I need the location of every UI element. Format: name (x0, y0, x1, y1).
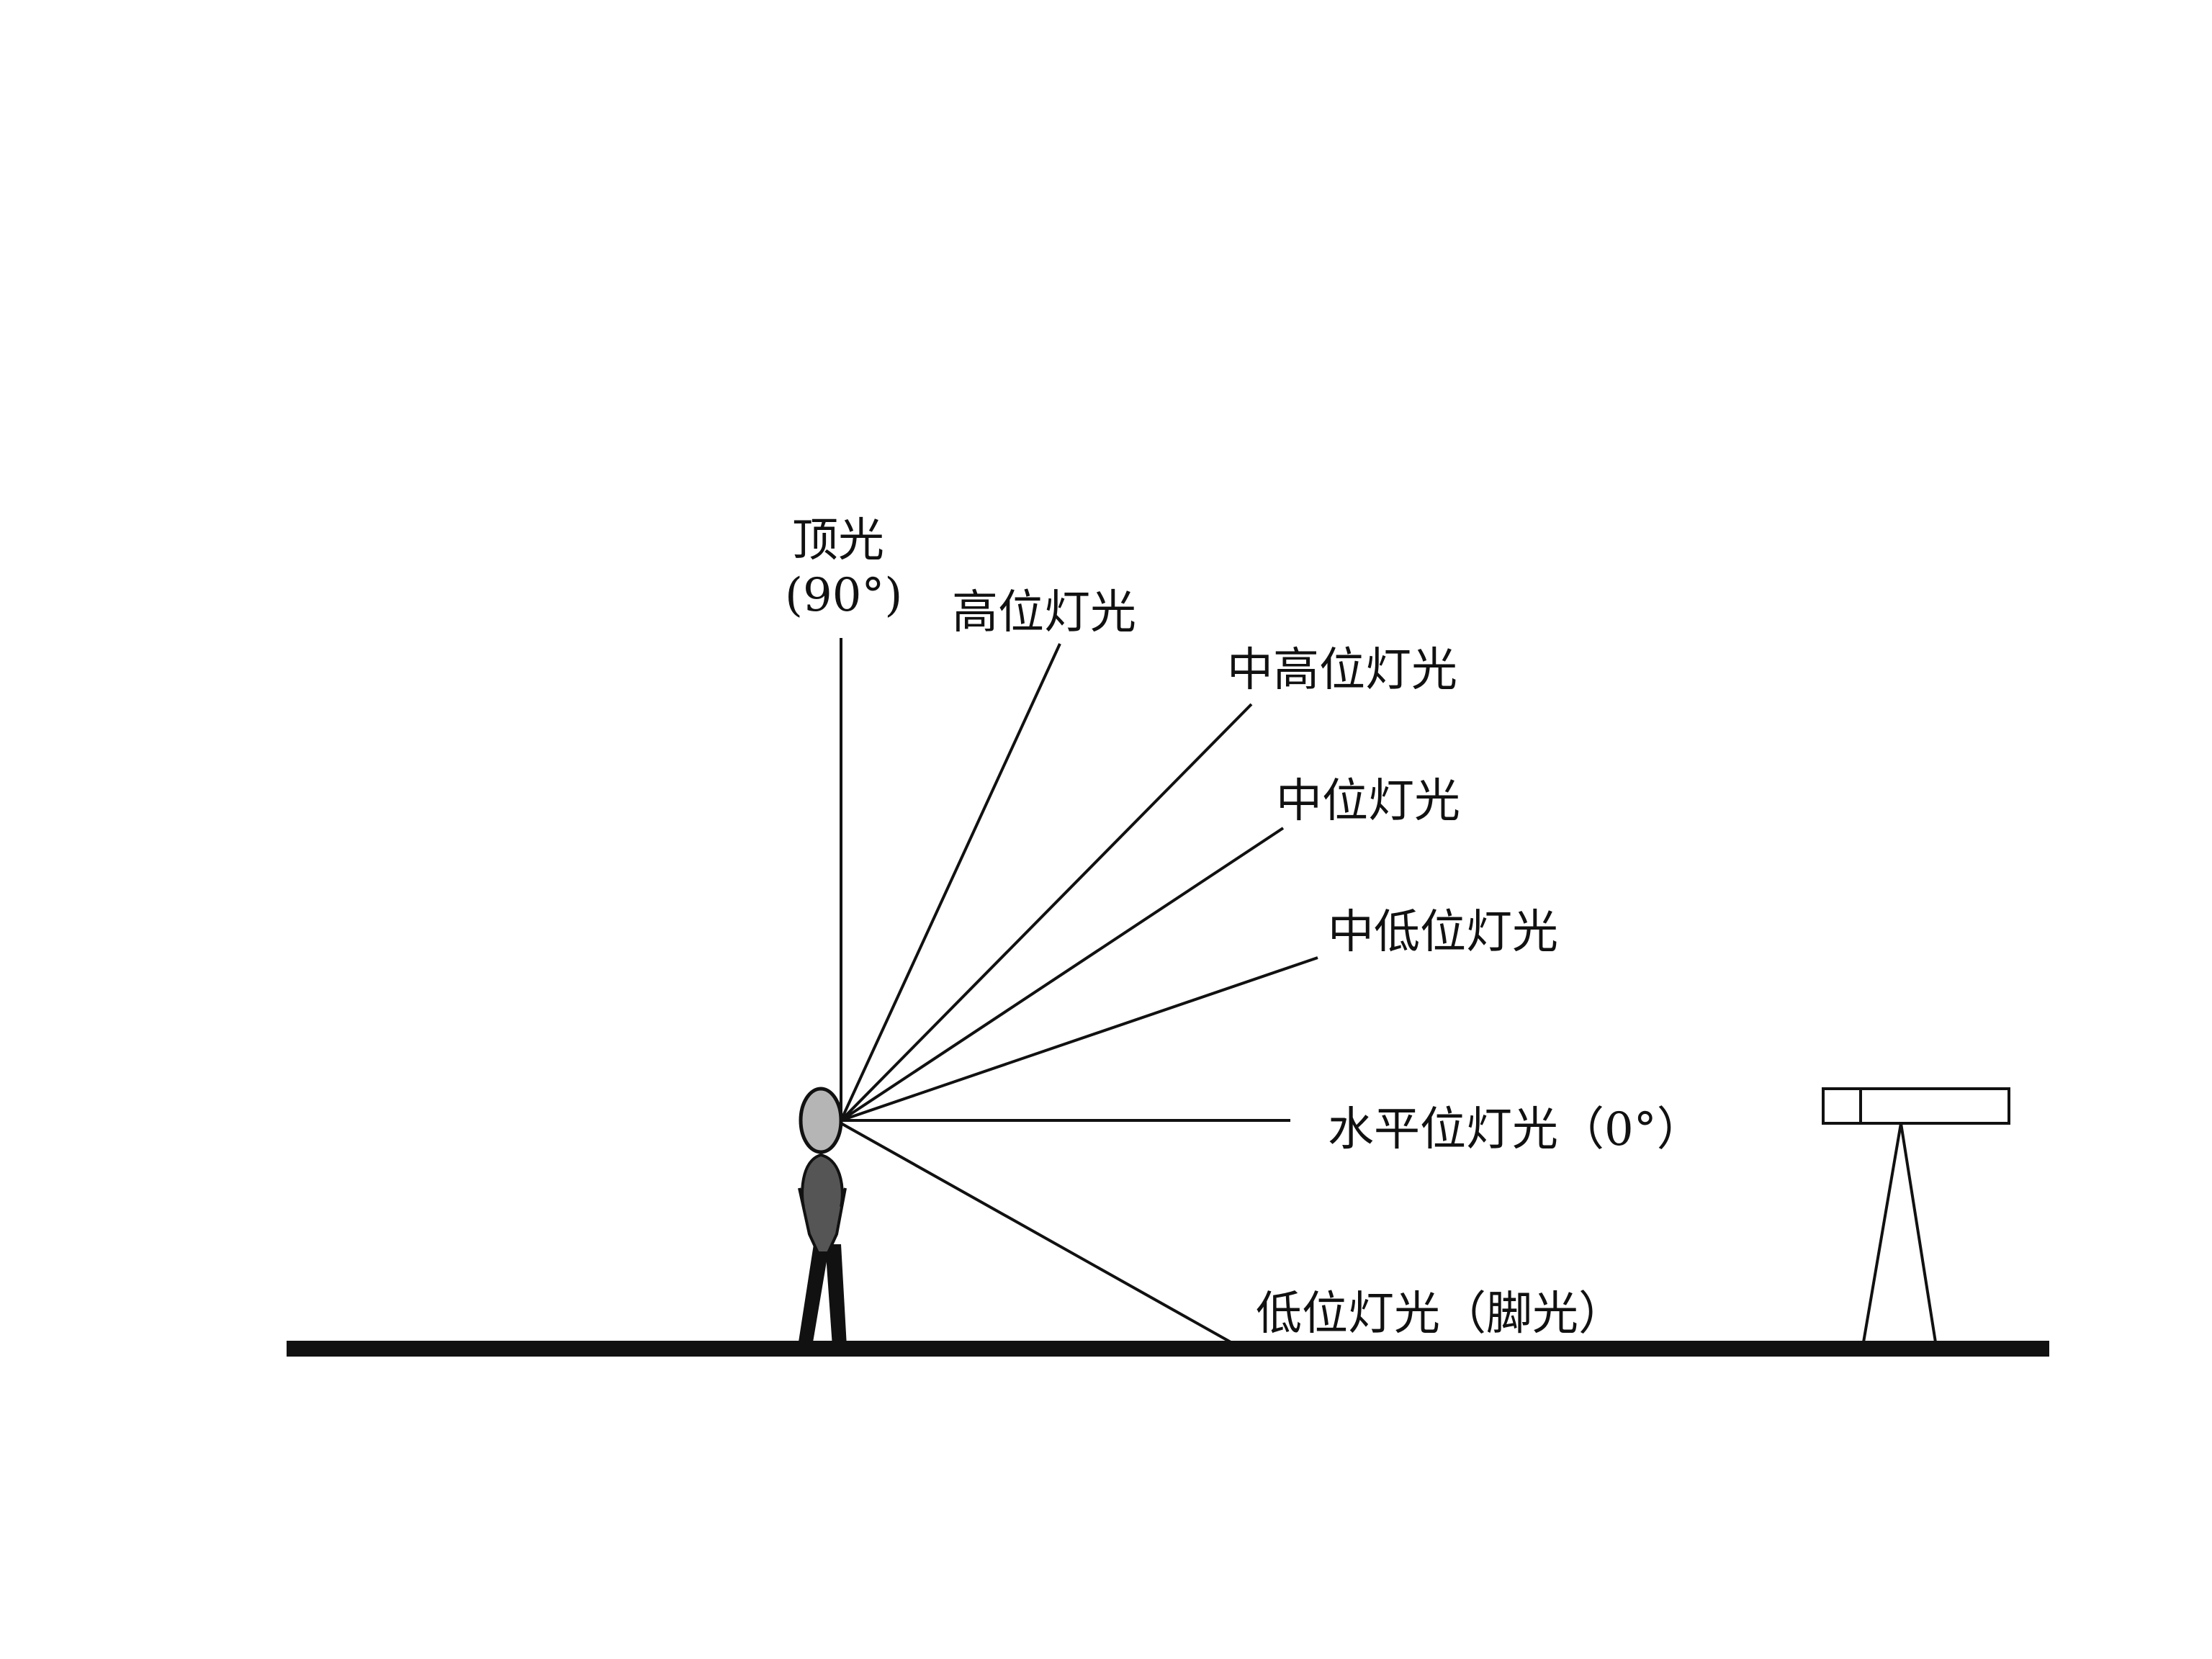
ray-mid-light (840, 827, 1285, 1122)
label-mid-high-light: 中高位灯光 (1227, 644, 1457, 697)
ray-mid-high-light (840, 703, 1253, 1122)
person-legs-right (825, 1244, 847, 1346)
person-legs (798, 1244, 830, 1346)
label-high-light: 高位灯光 (952, 586, 1136, 639)
camera-tripod (1822, 1087, 2010, 1343)
label-top-light-angle: (90°) (785, 569, 902, 622)
light-rays (840, 638, 1318, 1348)
label-mid-light: 中位灯光 (1276, 775, 1460, 828)
person-head (799, 1087, 843, 1154)
tripod-leg-left (1862, 1123, 1902, 1343)
label-mid-low-light: 中低位灯光 (1328, 906, 1558, 959)
label-top-light: 顶光 (792, 514, 884, 567)
label-horizontal-light: 水平位灯光（0°） (1328, 1103, 1703, 1156)
label-low-light: 低位灯光（脚光） (1256, 1287, 1624, 1341)
person-body (798, 1153, 847, 1254)
person-figure (798, 1087, 847, 1346)
ray-mid-low-light (840, 956, 1318, 1122)
camera-body (1822, 1087, 2010, 1125)
ray-low-light (840, 1122, 1239, 1348)
ground-line (287, 1341, 2049, 1357)
ray-high-light (840, 643, 1061, 1121)
tripod-leg-right (1899, 1123, 1937, 1343)
